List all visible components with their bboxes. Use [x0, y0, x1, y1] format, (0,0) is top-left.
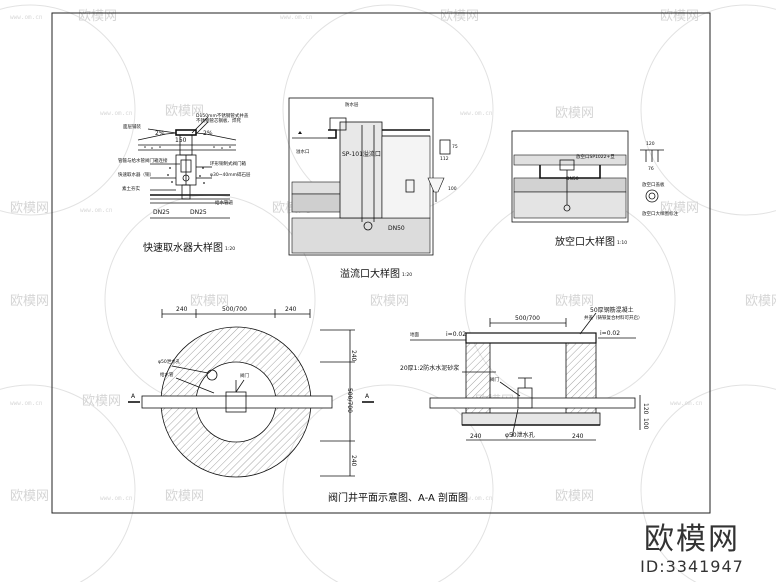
watermark-text: 欧模网: [660, 9, 699, 24]
detail1-scale: 1:20: [225, 246, 235, 252]
watermark-text: 欧模网: [78, 9, 117, 24]
detail-quick-intake: 面层铺装 2% 2% 150 D150mm不锈钢管式井盖 不锈钢管芯钢板、焊死 …: [118, 112, 251, 254]
label-d100: 100: [448, 186, 457, 192]
label-sp3: 放空口SP1022+旦: [576, 153, 615, 160]
watermark-site: www.om.cn: [280, 14, 313, 21]
plan-section-mark-right: A: [365, 393, 370, 400]
watermark-site: www.om.cn: [80, 207, 113, 214]
plan-dim-top-left: 240: [176, 306, 188, 313]
sec-slope-left: i=0.02: [446, 331, 466, 338]
watermark-site: www.om.cn: [100, 495, 133, 502]
label-spacing: φ30~40mm碎石层: [210, 171, 251, 178]
label-body: 快速取水器（铜）: [118, 171, 154, 178]
sec-dim-bot-right: 240: [572, 433, 584, 440]
label-note1: 放空口盖板: [642, 181, 665, 188]
sec-dim-right-bot: 100: [642, 418, 649, 430]
watermark-text: 欧模网: [82, 394, 121, 409]
detail-valve-section: 500/700 地面 i=0.02 i=0.02 240 240 120 100…: [400, 306, 649, 441]
sec-slope-right: i=0.02: [600, 330, 620, 337]
sec-drain-label: φ50泄水孔: [505, 431, 535, 439]
label-dn: DN50: [388, 225, 405, 232]
detail4-title: 阀门井平面示意图、A-A 剖面图: [328, 491, 468, 504]
sec-dim-top: 500/700: [515, 315, 540, 322]
detail1-title: 快速取水器大样图: [143, 241, 223, 254]
plan-section-mark-left: A: [131, 393, 136, 400]
label-dn3: DN50: [566, 176, 579, 182]
watermark-site: www.om.cn: [100, 110, 133, 117]
watermark-text: 欧模网: [10, 294, 49, 309]
label-d112: 112: [440, 156, 449, 162]
label-slope-right: 2%: [203, 130, 213, 137]
label-d75: 75: [452, 144, 458, 150]
label-valve-box: 环形铜制式阀门箱: [210, 160, 246, 167]
watermark-site: www.om.cn: [670, 400, 703, 407]
watermark-site: www.om.cn: [10, 14, 43, 21]
watermark-text: 欧模网: [165, 489, 204, 504]
label-overflow: 溢水口: [296, 148, 310, 155]
detail-valve-plan: 240 500/700 240 240 500/700 240 A A φ50泄…: [128, 306, 374, 478]
label-w76: 76: [648, 166, 654, 172]
watermark-text: 欧模网: [190, 294, 229, 309]
label-slope-left: 2%: [155, 130, 165, 137]
sec-ground-label: 地面: [410, 331, 419, 338]
watermark-text: 欧模网: [10, 201, 49, 216]
watermark-site: www.om.cn: [460, 495, 493, 502]
watermark-text: 欧模网: [555, 294, 594, 309]
sec-dim-bot-left: 240: [470, 433, 482, 440]
watermark-text: 欧模网: [660, 201, 699, 216]
brand-logo: 欧模网 ID:3341947: [622, 522, 762, 577]
watermark-site: www.om.cn: [10, 400, 43, 407]
brand-name: 欧模网: [644, 522, 740, 557]
sheet-border: [51, 12, 711, 514]
watermark-text: 欧模网: [165, 104, 204, 119]
plan-pipe-label: 给水管: [160, 371, 174, 378]
label-sp: SP-101溢流口: [342, 150, 381, 158]
label-note2: 放空口大样图标注: [642, 210, 678, 217]
watermark-text: 欧模网: [10, 489, 49, 504]
label-paving: 面层铺装: [123, 123, 141, 130]
detail3-title: 放空口大样图: [555, 235, 615, 248]
sec-cover2-label: 井盖（铸铁复合材料可开启）: [584, 314, 643, 321]
sec-sand-label: 20厚1:2防水水泥砂浆: [400, 364, 459, 372]
label-pipe-note2: 不锈钢管芯钢板、焊死: [196, 117, 241, 124]
detail3-scale: 1:10: [617, 240, 627, 246]
label-dn-left: DN25: [153, 209, 170, 216]
label-w120: 120: [646, 141, 655, 147]
plan-dim-top-right: 240: [285, 306, 297, 313]
watermark-text: 欧模网: [370, 294, 409, 309]
brand-id: ID:3341947: [640, 557, 744, 576]
watermark-text: 欧模网: [440, 9, 479, 24]
detail2-title: 溢流口大样图: [340, 267, 400, 280]
detail3-frame: [511, 130, 629, 223]
plan-dim-top-mid: 500/700: [222, 306, 247, 313]
sec-dim-right-top: 120: [642, 403, 649, 415]
watermark-text: 欧模网: [745, 294, 776, 309]
label-joint: 管箍与给水管阀门箱连接: [118, 157, 168, 164]
detail-overflow: 防水层 SP-101溢流口 溢水口 DN50 112 75 100 溢流口大样图…: [288, 97, 458, 280]
label-width: 150: [175, 137, 187, 144]
label-pipe-note: D150mm不锈钢管式井盖: [196, 112, 249, 119]
plan-dim-right-top: 240: [350, 350, 357, 362]
watermark-text: 欧模网: [555, 106, 594, 121]
label-top: 防水层: [345, 101, 359, 108]
label-pipe: 给水管道: [215, 199, 233, 206]
sec-cover-label: 50厚钢筋混凝土: [590, 306, 634, 314]
watermark-site: www.om.cn: [460, 110, 493, 117]
sec-valve-label: 阀门: [490, 376, 499, 383]
watermark-text: 欧模网: [555, 489, 594, 504]
detail2-scale: 1:20: [402, 272, 412, 278]
detail2-frame: [288, 97, 434, 256]
plan-valve-label: 阀门: [240, 372, 249, 379]
plan-dim-right-bot: 240: [350, 455, 357, 467]
label-dn-right: DN25: [190, 209, 207, 216]
detail-drain: 120 76 放空口SP1022+旦 DN50 放空口盖板 放空口大样图标注 放…: [511, 130, 678, 248]
plan-drain-label: φ50泄水孔: [158, 358, 181, 365]
plan-dim-right-mid: 500/700: [346, 388, 353, 413]
label-base: 素土夯实: [122, 185, 140, 192]
